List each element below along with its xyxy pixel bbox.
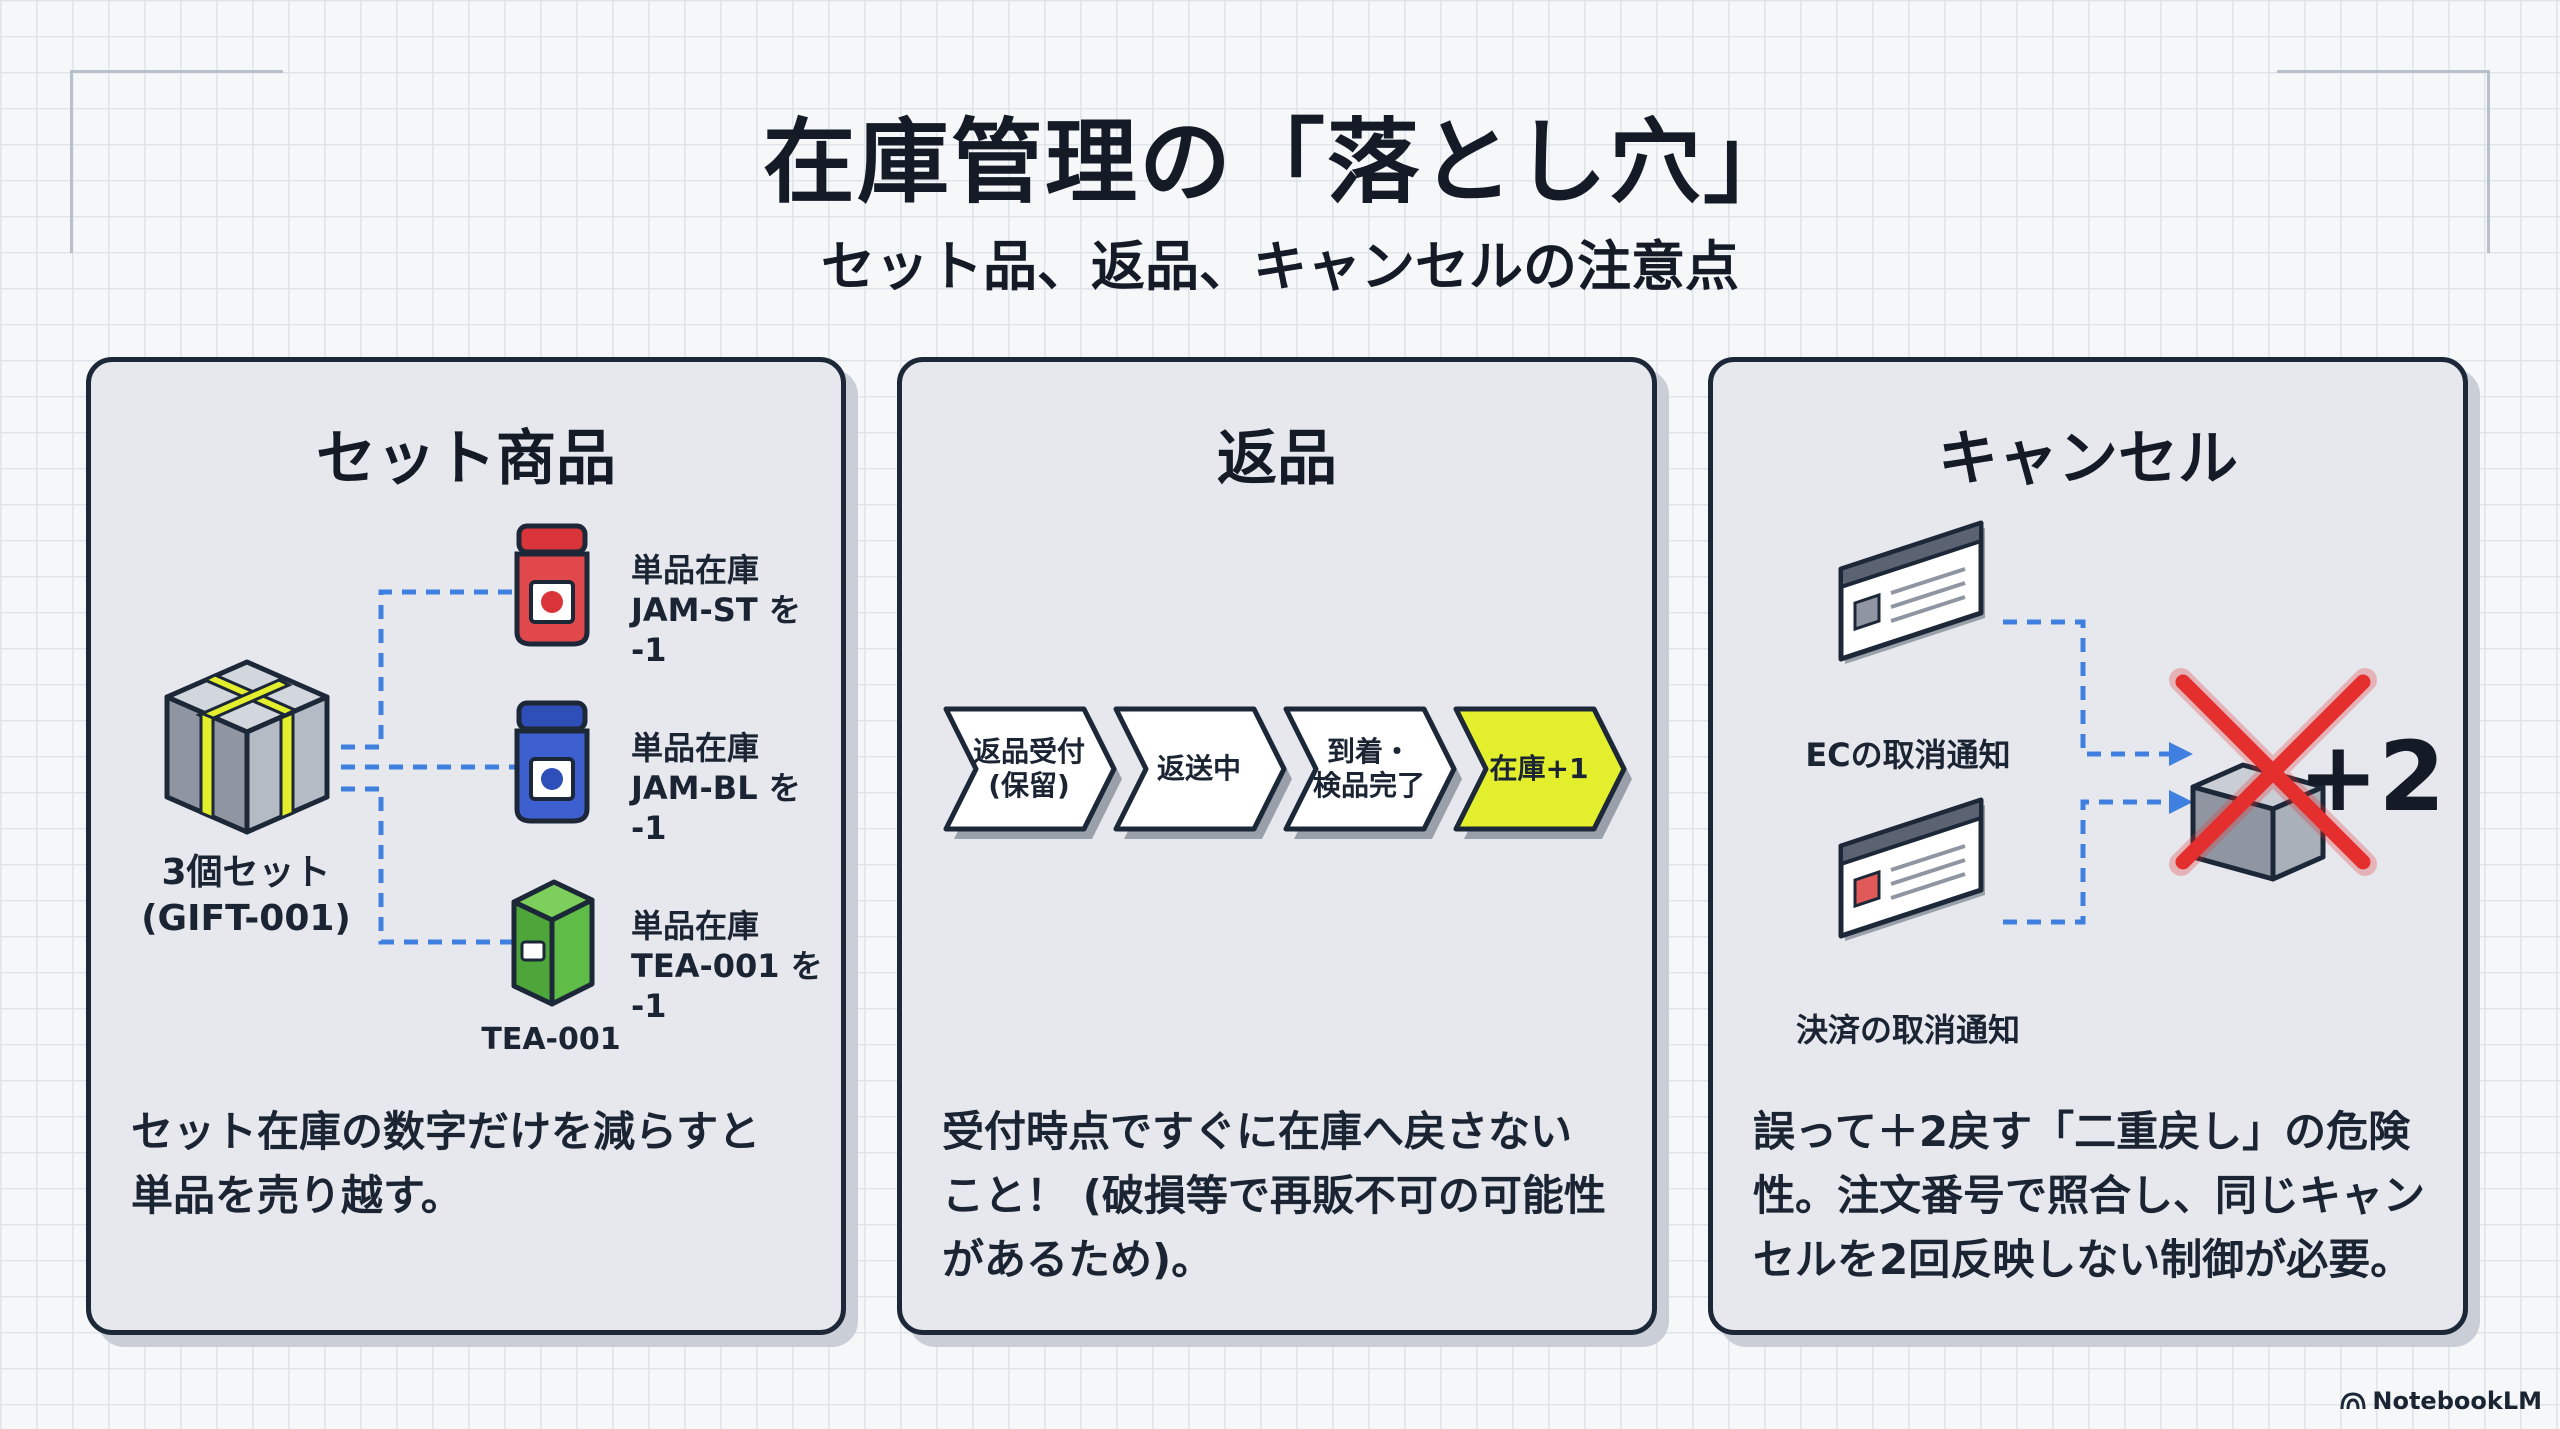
panel-note: 誤って＋2戻す「二重戻し」の危険 性。注文番号で照合し、同じキャン セルを2回反…: [1753, 1107, 2426, 1284]
panel-title: セット商品: [316, 424, 616, 494]
gift-set-label: 3個セット (GIFT-001): [141, 852, 351, 939]
notebooklm-watermark: NotebookLM: [2340, 1387, 2542, 1415]
stock-item-jam-st: 単品在庫 JAM-ST を -1: [631, 551, 801, 669]
payment-cancel-label: 決済の取消通知: [1795, 1011, 2020, 1049]
corner-decoration-top-right: [2277, 70, 2490, 253]
return-step-stock-plus-one: 在庫+1: [1450, 705, 1634, 841]
panel-note: 受付時点ですぐに在庫へ戻さない こと！ (破損等で再販不可の可能性 があるため)…: [942, 1107, 1606, 1284]
tea-caption: TEA-001: [481, 1022, 621, 1057]
panel-title: キャンセル: [1938, 424, 2238, 494]
panel-cancellation: キャンセル ECの取消通知 決済の取消通知 +2: [1708, 357, 2468, 1335]
ec-browser-window-icon: [1838, 520, 1985, 664]
strawberry-jam-jar-icon: [514, 523, 590, 647]
return-step-inspected: 到着・検品完了: [1280, 705, 1464, 841]
corner-decoration-top-left: [70, 70, 283, 253]
ec-cancel-label: ECの取消通知: [1805, 736, 2011, 774]
payment-browser-window-icon: [1838, 797, 1985, 941]
double-return-arrows: [2003, 619, 2193, 925]
stock-item-tea-001: 単品在庫 TEA-001 を -1: [631, 907, 823, 1025]
page-title: 在庫管理の「落とし穴」: [762, 109, 1797, 216]
panel-note: セット在庫の数字だけを減らすと 単品を売り越す。: [131, 1107, 761, 1220]
panel-returns: 返品 返品受付(保留) 返送中 到着・検品完了 在庫+1 受付時点ですぐに在庫へ…: [897, 357, 1657, 1335]
stock-item-jam-bl: 単品在庫 JAM-BL を -1: [631, 729, 801, 847]
return-step-in-transit: 返送中: [1110, 705, 1294, 841]
gift-box-icon: [164, 659, 330, 835]
tea-box-icon: [511, 879, 595, 1007]
panel-title: 返品: [1217, 424, 1337, 494]
red-cross-icon: [2169, 668, 2377, 876]
return-step-received: 返品受付(保留): [940, 705, 1124, 841]
notebooklm-logo-icon: [2340, 1392, 2366, 1410]
panel-set-products: セット商品 3個セット (GIFT-001): [86, 357, 846, 1335]
blueberry-jam-jar-icon: [514, 700, 590, 824]
page-subtitle: セット品、返品、キャンセルの注意点: [821, 235, 1739, 298]
